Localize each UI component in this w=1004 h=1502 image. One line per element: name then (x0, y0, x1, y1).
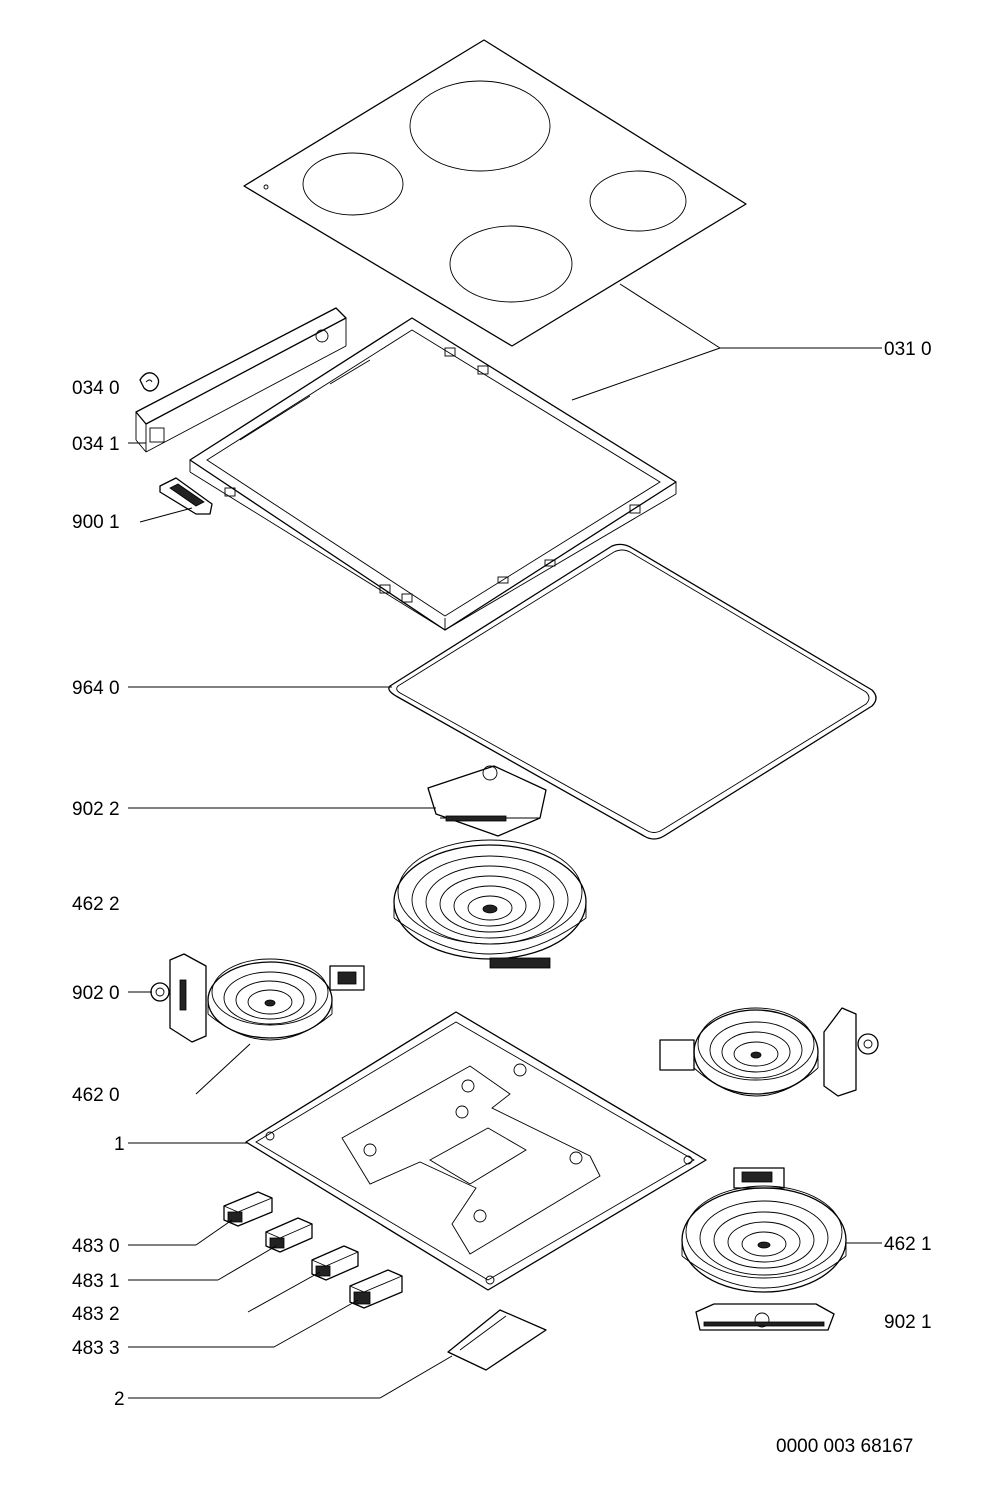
label-902-1: 902 1 (884, 1312, 932, 1333)
clip (139, 372, 160, 392)
glass-ceramic-top (243, 39, 747, 347)
side-bracket (135, 307, 347, 453)
cover-plate (447, 1309, 547, 1371)
label-900-1: 900 1 (72, 512, 120, 533)
heating-element-462-2 (393, 839, 587, 969)
label-964-0: 964 0 (72, 678, 120, 699)
label-902-2: 902 2 (72, 799, 120, 820)
label-483-0: 483 0 (72, 1236, 120, 1257)
terminal-block-483-1 (265, 1217, 313, 1253)
label-483-2: 483 2 (72, 1304, 120, 1325)
bracket-902-1 (695, 1303, 835, 1331)
label-034-1: 034 1 (72, 434, 120, 455)
heating-element-462-0 (207, 958, 365, 1041)
label-462-0: 462 0 (72, 1085, 120, 1106)
label-034-0: 034 0 (72, 378, 120, 399)
part-labels: 031 0 034 0 034 1 900 1 964 0 902 2 462 … (72, 339, 932, 1457)
label-462-1: 462 1 (884, 1234, 932, 1255)
connector-part (159, 477, 213, 515)
label-483-1: 483 1 (72, 1271, 120, 1292)
bracket-902-0 (150, 953, 207, 1043)
terminal-blocks (223, 1191, 403, 1309)
label-1: 1 (114, 1134, 125, 1155)
heating-element-462-1 (681, 1167, 847, 1293)
frame (189, 317, 677, 631)
heating-element-right-upper (659, 1007, 879, 1097)
label-031-0: 031 0 (884, 339, 932, 360)
label-902-0: 902 0 (72, 983, 120, 1004)
bracket-902-2 (427, 765, 547, 837)
label-483-3: 483 3 (72, 1338, 120, 1359)
terminal-block-483-2 (311, 1245, 359, 1281)
leader-lines (128, 283, 882, 1399)
label-2: 2 (114, 1389, 125, 1410)
drawing-number: 0000 003 68167 (776, 1436, 913, 1457)
label-462-2: 462 2 (72, 894, 120, 915)
terminal-block-483-0 (223, 1191, 273, 1227)
seal-gasket (388, 543, 877, 840)
base-plate (245, 1011, 707, 1291)
terminal-block-483-3 (349, 1269, 403, 1309)
